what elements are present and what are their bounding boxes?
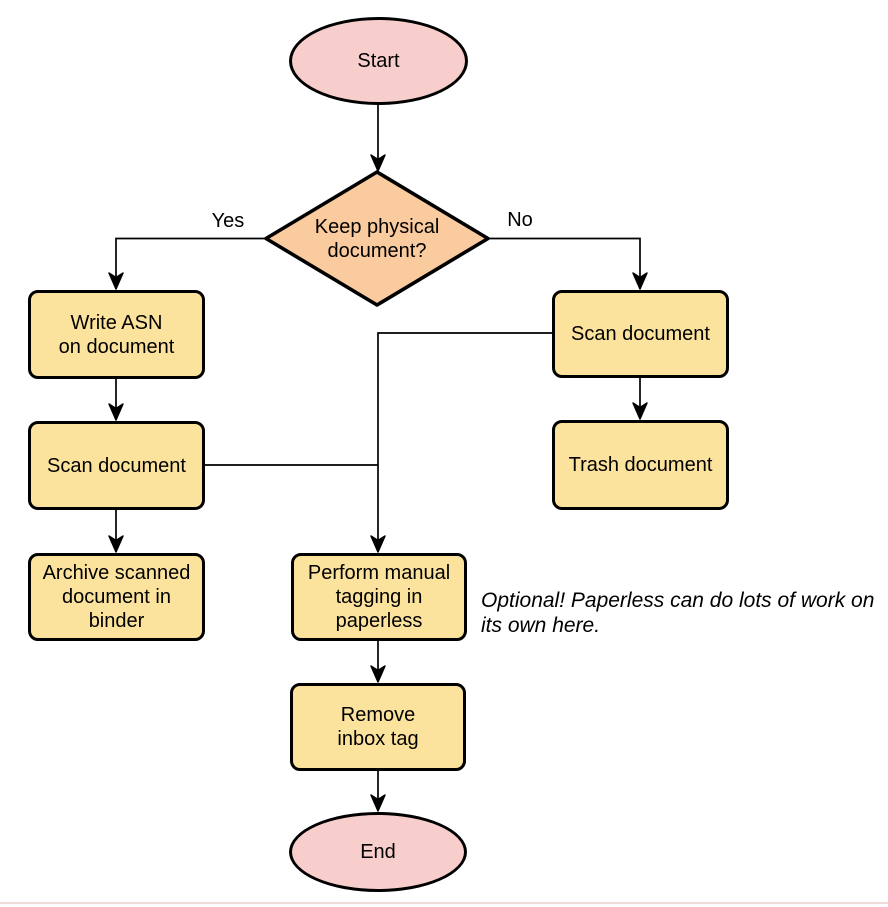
node-perform-tagging-label: Perform manual tagging in paperless (307, 562, 451, 632)
edge-decision-yes-to-write-asn (108, 237, 266, 290)
edge-label-yes: Yes (211, 210, 245, 232)
edge-scan-right-to-perform-tagging (370, 332, 552, 553)
node-write-asn: Write ASN on document (28, 290, 205, 379)
node-trash-document: Trash document (552, 420, 729, 510)
node-remove-inbox-tag-label: Remove inbox tag (337, 704, 419, 750)
node-archive-document: Archive scanned document in binder (28, 553, 205, 641)
node-decision-label: Keep physical document? (314, 215, 440, 262)
node-perform-tagging: Perform manual tagging in paperless (291, 553, 467, 641)
node-archive-document-label: Archive scanned document in binder (42, 562, 191, 632)
node-start: Start (289, 17, 468, 105)
node-trash-document-label: Trash document (568, 454, 713, 476)
decision-diamond-shape (264, 170, 490, 307)
edge-decision-no-to-scan-right (488, 237, 648, 290)
node-scan-document-left-label: Scan document (47, 454, 186, 477)
node-start-label: Start (357, 50, 400, 72)
node-remove-inbox-tag: Remove inbox tag (290, 683, 466, 771)
node-end-label: End (360, 841, 396, 863)
node-write-asn-label: Write ASN on document (58, 311, 175, 358)
node-scan-document-right-label: Scan document (571, 323, 710, 345)
node-decision: Keep physical document? (292, 212, 462, 265)
node-scan-document-left: Scan document (28, 421, 205, 510)
node-end: End (289, 812, 467, 892)
node-scan-document-right: Scan document (552, 290, 729, 378)
page-bottom-edge (0, 902, 888, 904)
annotation-optional-note: Optional! Paperless can do lots of work … (481, 589, 875, 637)
edge-label-no: No (507, 209, 533, 231)
